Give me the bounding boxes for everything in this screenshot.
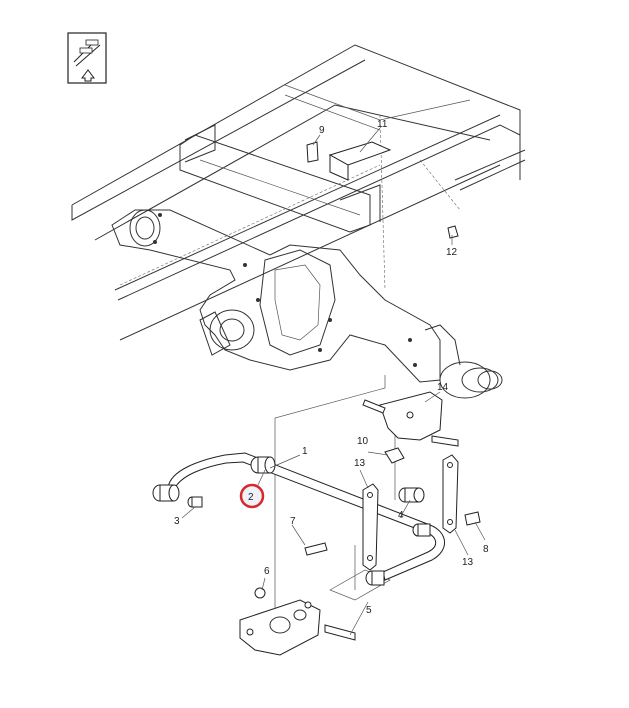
view-orientation-icon[interactable] [67,32,107,84]
callout-4[interactable]: 4 [398,510,404,521]
callout-5[interactable]: 5 [366,605,372,616]
link-bracket-parts [362,454,459,571]
fastener-parts [254,141,481,641]
callout-8[interactable]: 8 [483,544,489,555]
bushing-parts [152,456,431,586]
lower-mount-part [239,599,321,656]
callout-6[interactable]: 6 [264,566,270,577]
rear-axle-housing [111,209,503,399]
callout-labels: 1 2 3 4 5 6 7 8 9 10 11 12 13 13 14 [174,119,489,616]
callout-13a[interactable]: 13 [354,458,366,469]
callout-3[interactable]: 3 [174,516,180,527]
callout-9[interactable]: 9 [319,125,325,136]
callout-2[interactable]: 2 [248,492,254,503]
callout-7[interactable]: 7 [290,516,296,527]
callout-11[interactable]: 11 [377,119,388,130]
callout-12[interactable]: 12 [446,247,458,258]
callout-14[interactable]: 14 [437,382,449,393]
upper-bracket-part [362,391,459,464]
callout-leaders [181,127,486,636]
callout-10[interactable]: 10 [357,436,369,447]
callout-13b[interactable]: 13 [462,557,474,568]
highlight-ring [239,483,265,509]
frame-bracket-part [328,141,392,181]
chassis-frame [71,44,526,341]
callout-1[interactable]: 1 [302,446,308,457]
